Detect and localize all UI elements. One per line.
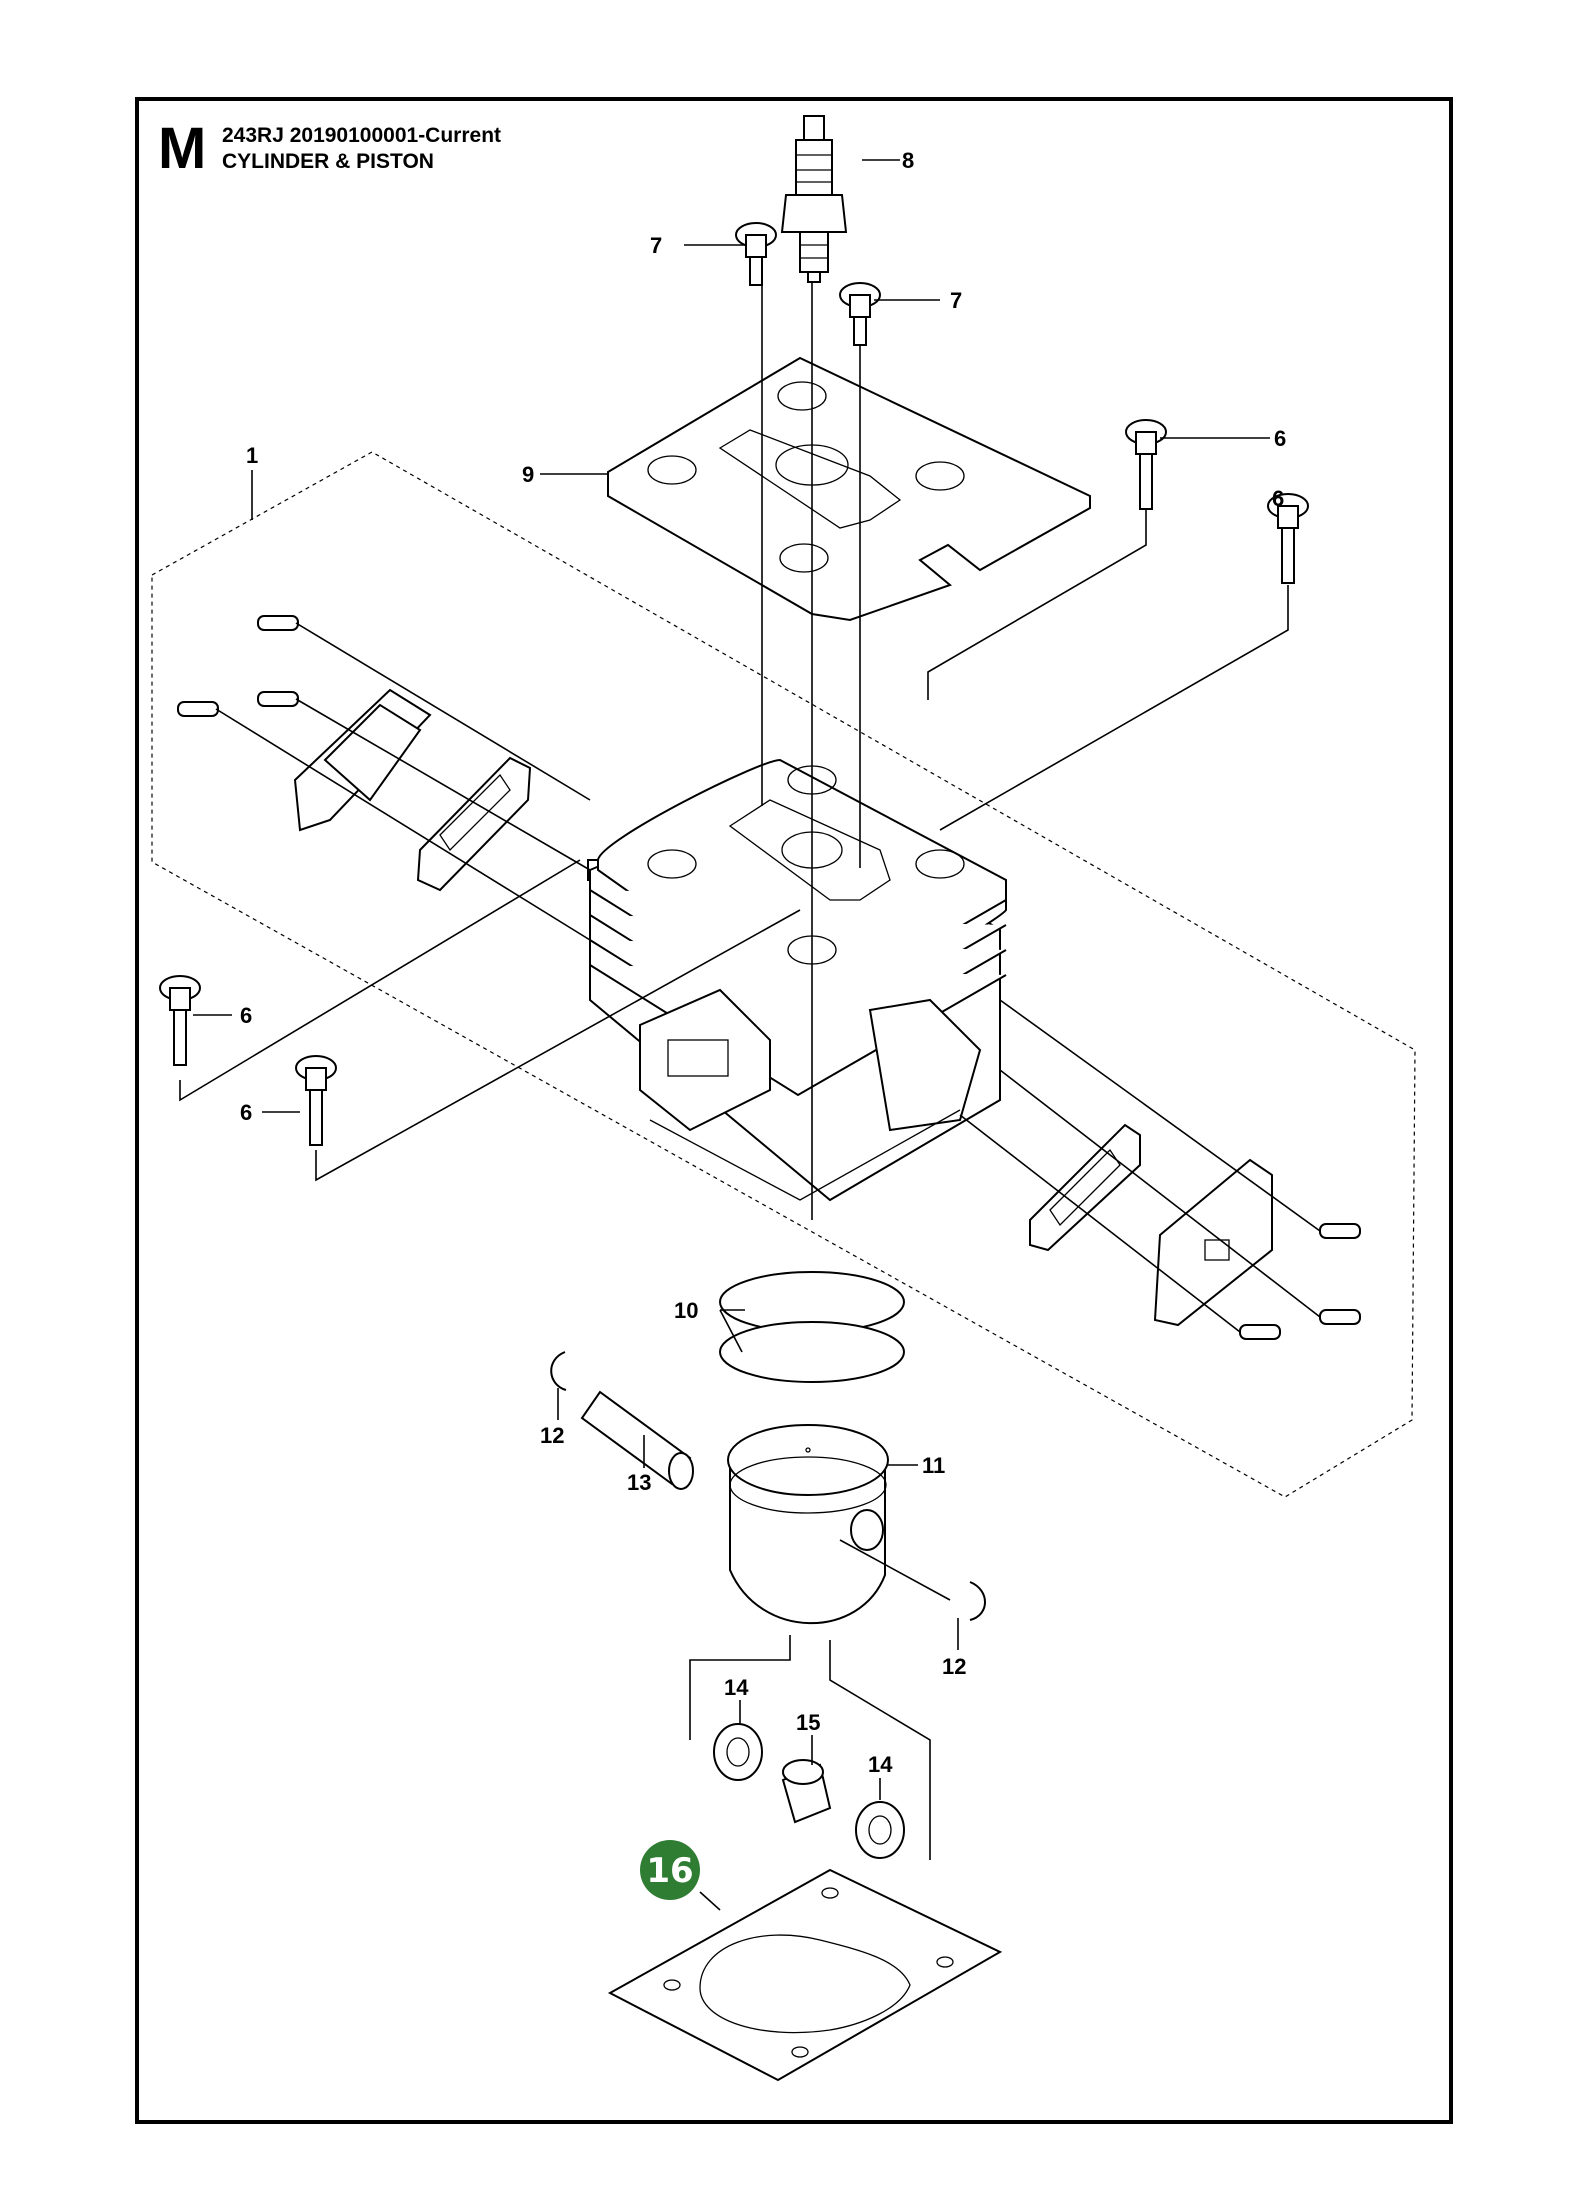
intake-bolts-left: [177, 615, 299, 717]
thrust-washer-left: [713, 1723, 763, 1781]
cylinder-head-gasket: [607, 356, 1091, 622]
piston: [727, 1424, 889, 1625]
callout-9: 9: [522, 462, 534, 487]
needle-bearing: [781, 1759, 832, 1824]
piston-rings: [719, 1271, 905, 1383]
spark-plug: [780, 115, 848, 283]
intake-flange-left: [293, 688, 432, 832]
circlip-right: [969, 1581, 986, 1621]
diagram-frame: [135, 97, 1453, 2124]
callout-6: 6: [240, 1100, 252, 1125]
callout-16: 16: [646, 1851, 693, 1891]
screw-6-top-a: [1125, 419, 1167, 510]
callout-15: 15: [796, 1710, 820, 1735]
callout-1: 1: [246, 443, 258, 468]
highlight-badge: [640, 1840, 700, 1900]
thrust-washer-right: [855, 1801, 905, 1859]
callout-11: 11: [922, 1453, 945, 1478]
circlip-left: [550, 1351, 567, 1391]
callout-14: 14: [724, 1675, 749, 1700]
callout-8: 8: [902, 148, 914, 173]
exhaust-bolts-right: [1239, 1223, 1361, 1340]
screw-7-right: [839, 282, 881, 346]
section-letter: M: [158, 116, 207, 181]
diagram-title: CYLINDER & PISTON: [222, 150, 434, 173]
callout-13: 13: [627, 1470, 651, 1495]
screw-6-top-b: [1267, 493, 1309, 584]
exhaust-flange-right: [1153, 1158, 1273, 1327]
model-range: 243RJ 20190100001-Current: [222, 124, 502, 147]
screw-7-left: [735, 222, 777, 286]
callout-6: 6: [1274, 426, 1286, 451]
callout-7: 7: [650, 233, 662, 258]
cylinder: [587, 758, 1007, 1202]
screw-6-left-b: [295, 1055, 337, 1146]
callout-6: 6: [1272, 486, 1284, 511]
piston-pin: [580, 1390, 694, 1490]
intake-gasket-left: [416, 756, 532, 892]
cylinder-base-gasket: [607, 1868, 1003, 2082]
callout-10: 10: [674, 1298, 698, 1323]
screw-6-left-a: [159, 975, 201, 1066]
callout-7: 7: [950, 288, 962, 313]
exhaust-gasket-right: [1029, 1123, 1141, 1252]
callout-12: 12: [540, 1423, 564, 1448]
callout-6: 6: [240, 1003, 252, 1028]
cylinder-assembly-group-outline: [151, 451, 1416, 1498]
callout-12: 12: [942, 1654, 966, 1679]
callout-14: 14: [868, 1752, 893, 1777]
